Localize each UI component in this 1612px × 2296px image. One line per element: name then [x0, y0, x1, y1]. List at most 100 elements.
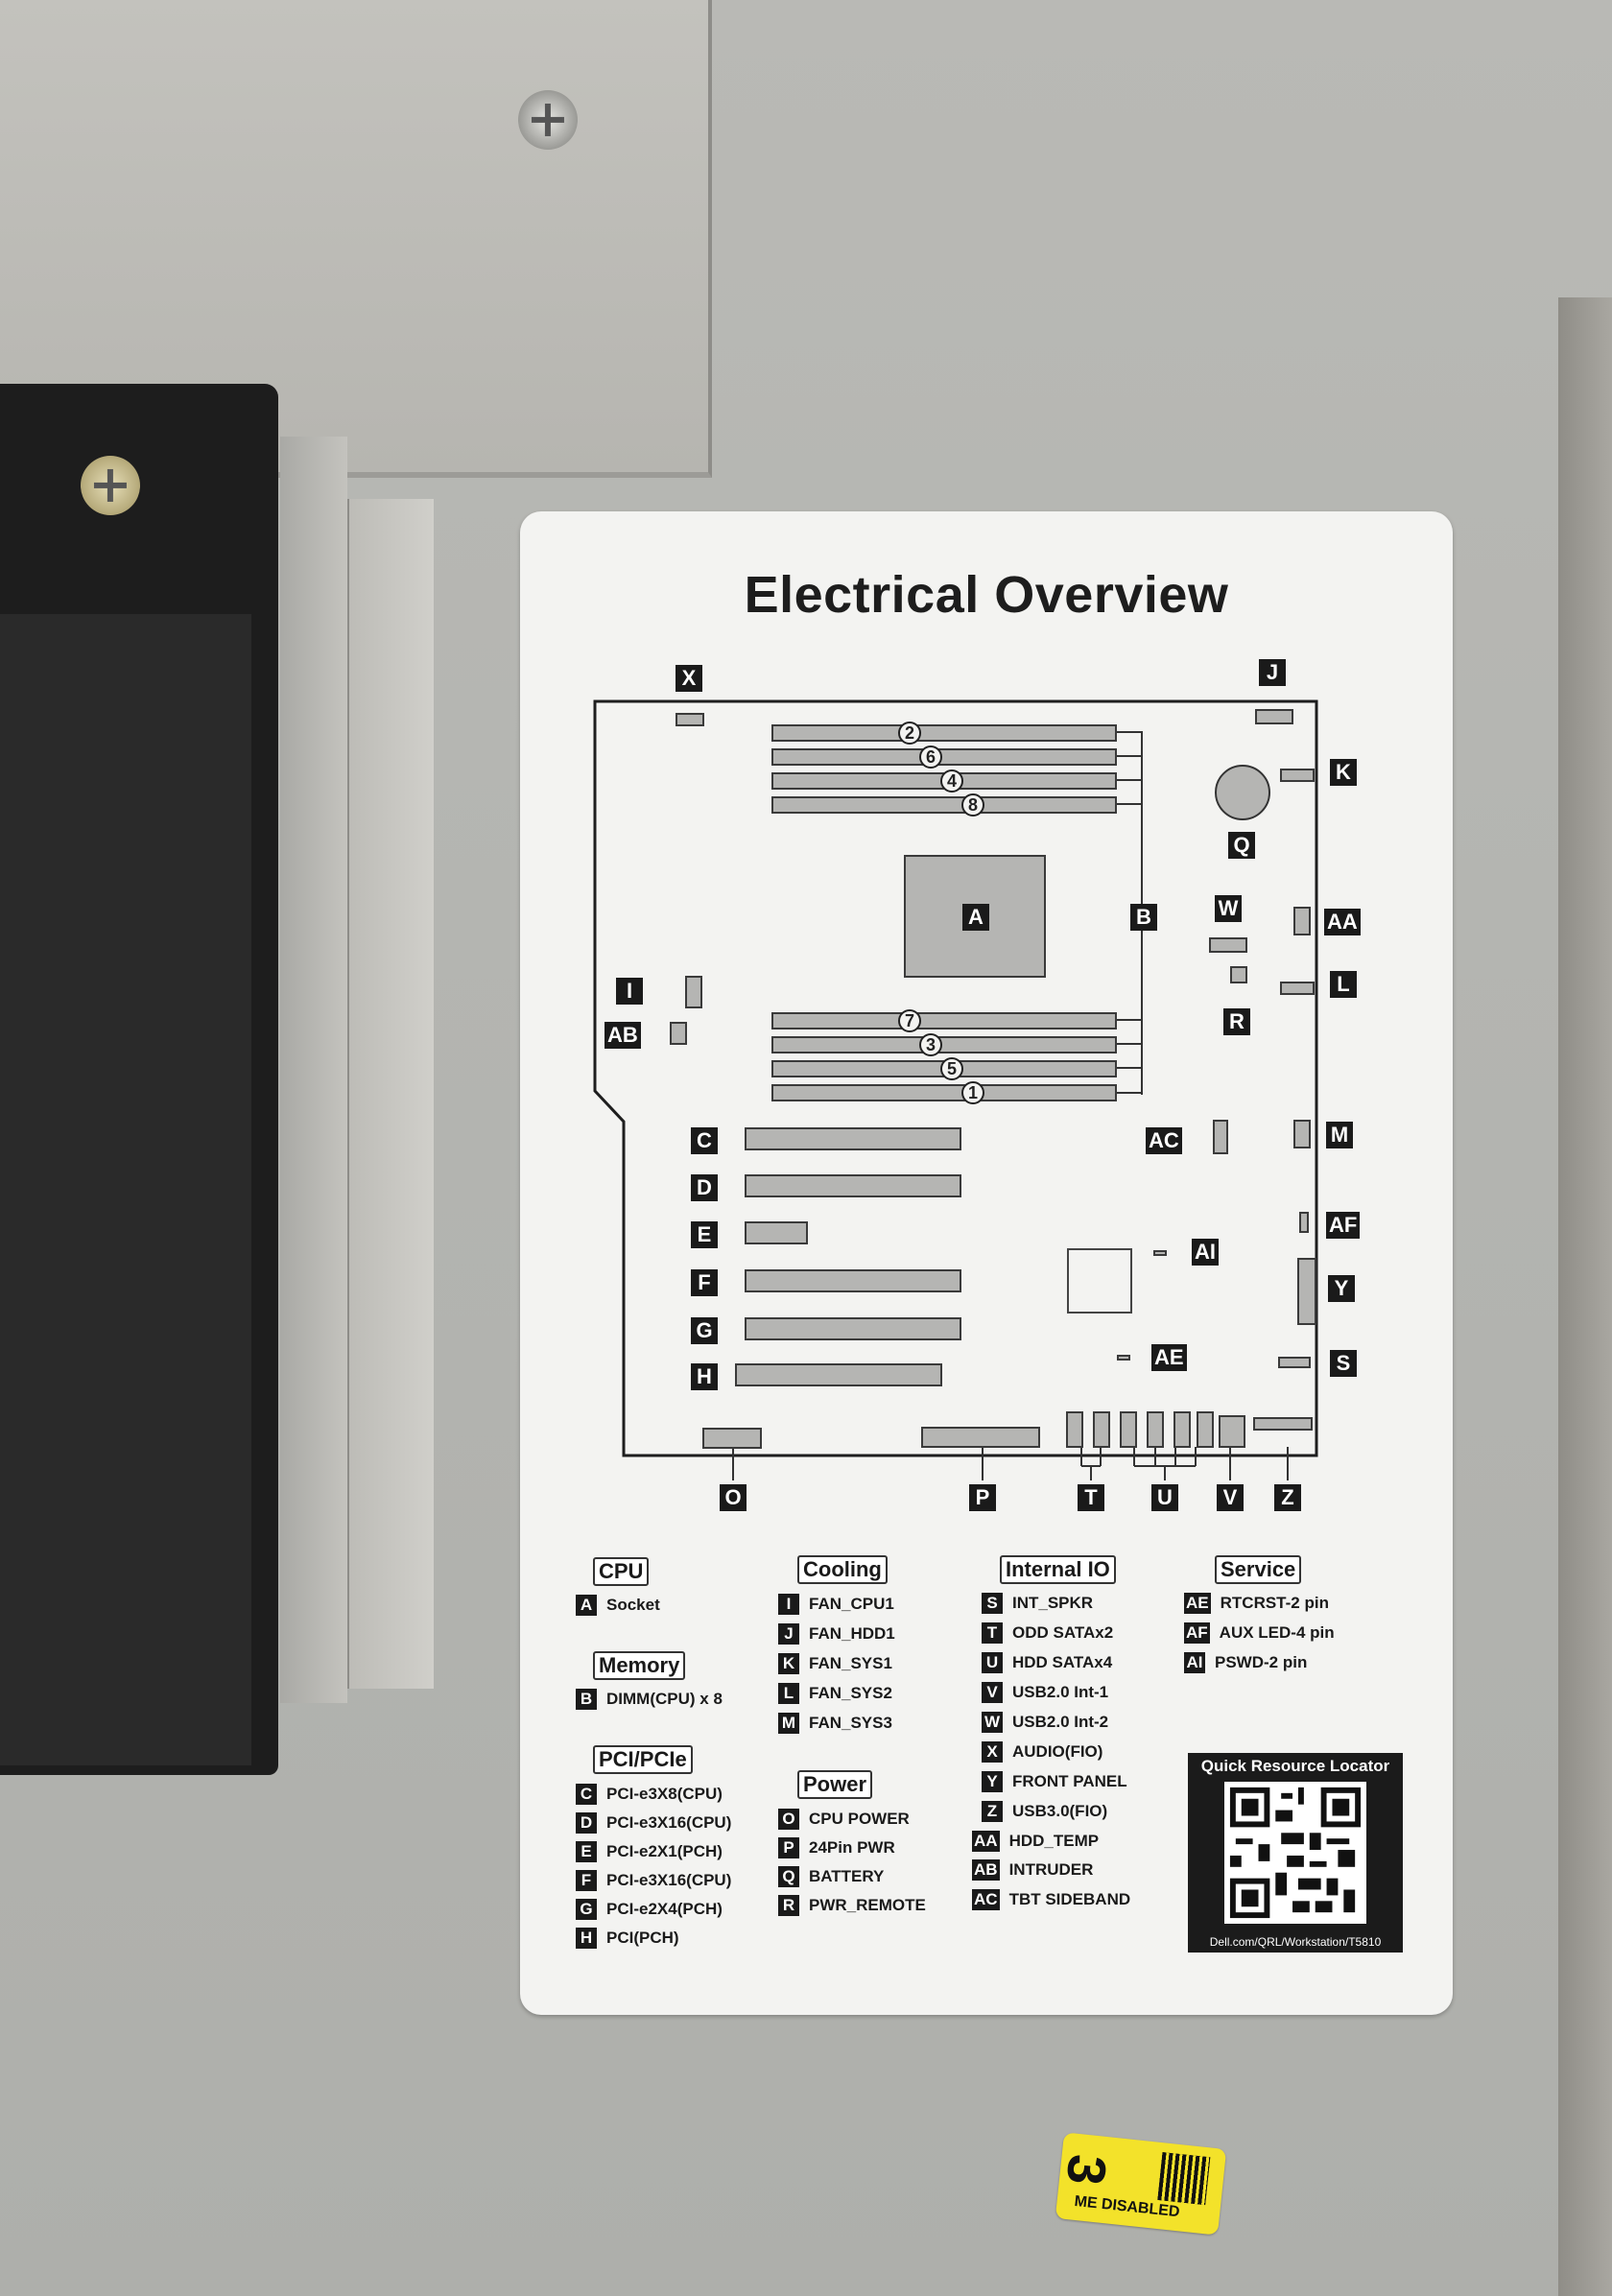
sticker-barcode-icon [1157, 2152, 1211, 2206]
pci-slot-h [735, 1363, 942, 1386]
tag-x: X [676, 665, 702, 692]
tag-q: Q [1228, 832, 1255, 859]
sata-port [1120, 1411, 1137, 1448]
pswd-jumper [1153, 1250, 1167, 1256]
intruder-connector [670, 1022, 687, 1045]
tag-af: AF [1326, 1212, 1361, 1239]
tag-y: Y [1328, 1275, 1355, 1302]
screw-icon [81, 456, 140, 515]
fan-sys2-connector [1280, 982, 1315, 995]
tbt-connector [1213, 1120, 1228, 1154]
pcie-slot-c [745, 1127, 961, 1150]
side-rail-2 [347, 499, 434, 1689]
qr-title: Quick Resource Locator [1200, 1757, 1390, 1775]
hdd-cage-front [0, 614, 251, 1765]
screw-icon [518, 90, 578, 150]
usb3-fio-connector [1253, 1417, 1313, 1431]
tag-ab: AB [604, 1022, 641, 1049]
dimm-slot [771, 796, 1117, 814]
dimm-slot [771, 1084, 1117, 1101]
dimm-number: 5 [940, 1057, 963, 1080]
tag-b: B [1130, 904, 1157, 931]
usb2-int1-connector [1219, 1415, 1245, 1448]
legend-heading-cpu: CPU [593, 1557, 650, 1586]
side-rail [280, 437, 347, 1703]
sata-port [1066, 1411, 1083, 1448]
tag-s: S [1330, 1350, 1357, 1377]
tag-o: O [720, 1484, 747, 1511]
electrical-overview-label: Electrical Overview 2 6 4 8 7 3 5 1 A B … [520, 511, 1453, 2015]
tag-a: A [962, 904, 989, 931]
tag-e: E [691, 1221, 718, 1248]
dimm-slot [771, 1036, 1117, 1053]
quick-resource-locator: Quick Resource Locator Dell.com/QRL/Work… [1188, 1753, 1403, 1953]
tag-h: H [691, 1363, 718, 1390]
chipset [1067, 1248, 1132, 1314]
sata-port [1197, 1411, 1214, 1448]
fan-sys1-connector [1280, 769, 1315, 782]
tag-i: I [616, 978, 643, 1005]
tag-ai: AI [1192, 1239, 1219, 1266]
legend-heading-pci: PCI/PCIe [593, 1745, 693, 1774]
sticker-number: 3 [1055, 2151, 1119, 2189]
qr-code-icon [1224, 1782, 1366, 1924]
tag-j: J [1259, 659, 1286, 686]
pcie-slot-d [745, 1174, 961, 1197]
legend-heading-service: Service [1215, 1555, 1302, 1584]
tag-m: M [1326, 1122, 1353, 1148]
pcie-slot-f [745, 1269, 961, 1292]
tag-p: P [969, 1484, 996, 1511]
usb2-int2-connector [1209, 937, 1247, 953]
legend-heading-internal-io: Internal IO [1000, 1555, 1116, 1584]
right-rail [1558, 297, 1612, 2296]
dimm-number: 3 [919, 1033, 942, 1056]
tag-d: D [691, 1174, 718, 1201]
fan-sys3-connector [1293, 1120, 1311, 1148]
dimm-number: 8 [961, 793, 984, 817]
tag-t: T [1078, 1484, 1104, 1511]
sata-port [1093, 1411, 1110, 1448]
pwr-remote-connector [1230, 966, 1247, 983]
dimm-slot [771, 748, 1117, 766]
tag-aa: AA [1324, 909, 1361, 935]
tag-v: V [1217, 1484, 1244, 1511]
hdd-temp-connector [1293, 907, 1311, 935]
front-panel-connector [1297, 1258, 1316, 1325]
fan-cpu-connector [685, 976, 702, 1008]
motherboard-outline [593, 699, 1318, 1480]
audio-connector [676, 713, 704, 726]
sata-port [1173, 1411, 1191, 1448]
pcie-slot-e [745, 1221, 808, 1244]
me-disabled-sticker: 3 ME DISABLED [1055, 2132, 1227, 2236]
24pin-power-connector [921, 1427, 1040, 1448]
tag-w: W [1215, 895, 1242, 922]
fan-hdd-connector [1255, 709, 1293, 724]
dimm-slot [771, 1012, 1117, 1030]
tag-l: L [1330, 971, 1357, 998]
tag-u: U [1151, 1484, 1178, 1511]
dimm-number: 4 [940, 769, 963, 793]
